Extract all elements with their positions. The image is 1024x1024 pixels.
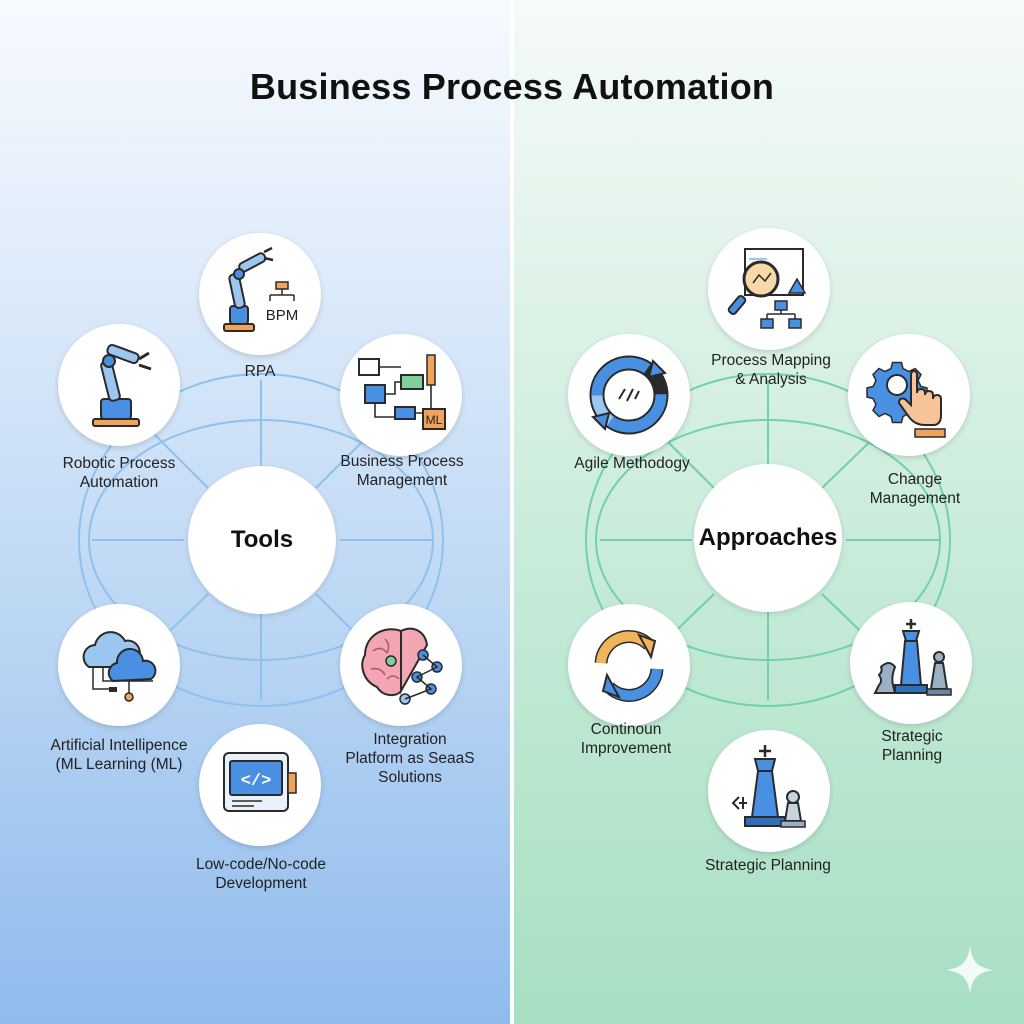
bpm-label: Business Process Management <box>340 453 464 489</box>
lowcode-node[interactable]: </> <box>199 724 321 846</box>
agile-cycle-icon <box>589 355 669 435</box>
strategic-planning-node-2[interactable] <box>708 730 830 852</box>
continuous-improvement-node[interactable] <box>568 604 690 726</box>
robot-arm-icon <box>92 343 152 427</box>
ipaas-label: Integration Platform as SeaaS Solutions <box>345 731 475 786</box>
chess-pieces-icon <box>873 619 952 696</box>
tools-hub: Tools <box>188 466 336 614</box>
change-management-node[interactable] <box>848 334 970 456</box>
refresh-cycle-icon <box>594 630 664 702</box>
approaches-hub: Approaches <box>694 464 842 612</box>
agile-node[interactable] <box>568 334 690 456</box>
cloud-network-icon <box>82 631 157 702</box>
strategic-planning-node-1[interactable] <box>850 602 972 724</box>
ipaas-node[interactable] <box>340 604 462 726</box>
gear-hand-icon <box>866 361 946 438</box>
rpa-label: RPA <box>244 363 276 380</box>
flowchart-ml-icon: ML <box>358 354 446 430</box>
tools-rings <box>78 373 444 707</box>
svg-text:BPM: BPM <box>266 307 299 324</box>
svg-text:</>: </> <box>241 772 272 791</box>
svg-text:ML: ML <box>426 413 443 427</box>
robotic-process-label: Robotic Process Automation <box>62 455 176 491</box>
strategic-planning-label-2: Strategic Planning <box>705 857 831 874</box>
sparkle-icon <box>946 946 994 994</box>
robotic-process-node[interactable] <box>58 324 180 446</box>
strategic-planning-label-1: Strategic Planning <box>881 728 943 764</box>
code-window-icon: </> <box>223 752 297 812</box>
bpm-node[interactable]: ML <box>340 334 462 456</box>
rpa-node[interactable]: BPM <box>199 233 321 355</box>
panel-divider <box>510 0 514 1024</box>
ai-node[interactable] <box>58 604 180 726</box>
neural-brain-icon <box>361 627 443 705</box>
lowcode-label: Low-code/No-code Development <box>195 856 327 892</box>
process-mapping-node[interactable] <box>708 228 830 350</box>
robot-arm-bpm-icon: BPM <box>223 246 299 332</box>
page-title: Business Process Automation <box>249 66 775 107</box>
continuous-improvement-label: Continoun Improvement <box>580 721 672 757</box>
magnifier-chart-icon <box>727 248 807 329</box>
process-mapping-label: Process Mapping & Analysis <box>711 352 831 388</box>
change-management-label: Change Management <box>869 471 961 507</box>
chess-king-icon <box>731 745 806 828</box>
agile-label: Agile Methodogy <box>574 455 690 472</box>
ai-label: Artificial Intellipence (ML Learning (ML… <box>50 737 188 773</box>
